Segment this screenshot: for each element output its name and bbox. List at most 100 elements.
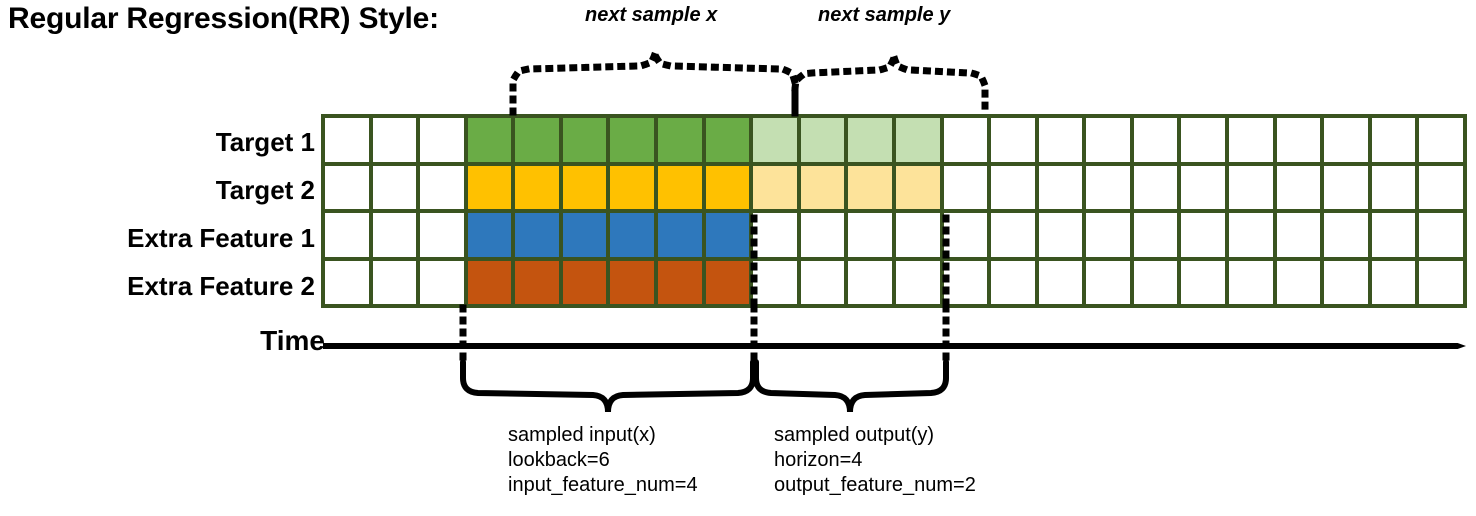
row-label-target-1: Target 1: [215, 127, 315, 157]
grid-cell-r2-c10-empty: [800, 213, 845, 257]
annotation-next-sample-y: next sample y: [818, 4, 951, 26]
grid-cell-r2-c21-empty: [1324, 213, 1368, 257]
caption-output-line-1: sampled output(y): [774, 424, 935, 446]
grid-cell-r3-c5-input: [562, 260, 607, 304]
grid-cell-r2-c9-empty: [753, 213, 797, 257]
grid-cell-r1-c21-empty: [1324, 165, 1368, 209]
timeseries-grid: [321, 114, 1467, 308]
grid-cell-r2-c3-input: [467, 213, 512, 257]
grid-cell-r3-c23-empty: [1419, 260, 1463, 304]
grid-cell-r2-c2-empty: [420, 213, 464, 257]
grid-cell-r3-c21-empty: [1324, 260, 1368, 304]
grid-cell-r0-c13-empty: [943, 118, 988, 162]
grid-cell-r1-c6-input: [610, 165, 655, 209]
grid-cell-r0-c23-empty: [1419, 118, 1463, 162]
grid-cell-r1-c13-empty: [943, 165, 988, 209]
grid-cell-r1-c12-output: [895, 165, 940, 209]
grid-cell-r1-c2-empty: [420, 165, 464, 209]
grid-cell-r0-c0-empty: [325, 118, 369, 162]
grid-cell-r3-c19-empty: [1229, 260, 1273, 304]
grid-cell-r0-c8-input: [705, 118, 750, 162]
grid-cell-r0-c12-output: [895, 118, 940, 162]
grid-cell-r1-c10-output: [800, 165, 845, 209]
grid-cell-r0-c15-empty: [1038, 118, 1083, 162]
grid-cell-r3-c18-empty: [1181, 260, 1226, 304]
grid-cell-r0-c17-empty: [1133, 118, 1178, 162]
grid-cell-r0-c18-empty: [1181, 118, 1226, 162]
grid-cell-r3-c14-empty: [991, 260, 1035, 304]
caption-output-line-2: horizon=4: [774, 449, 863, 471]
grid-cell-r3-c3-input: [467, 260, 512, 304]
grid-cell-r1-c11-output: [848, 165, 892, 209]
grid-cell-r3-c4-input: [515, 260, 559, 304]
row-label-target-2: Target 2: [215, 175, 315, 205]
grid-cell-r3-c6-input: [610, 260, 655, 304]
grid-cell-r0-c4-input: [515, 118, 559, 162]
grid-cell-r2-c11-empty: [848, 213, 892, 257]
grid-cell-r0-c11-output: [848, 118, 892, 162]
grid-cell-r2-c20-empty: [1276, 213, 1321, 257]
grid-cell-r1-c15-empty: [1038, 165, 1083, 209]
grid-cell-r0-c10-output: [800, 118, 845, 162]
grid-cell-r0-c21-empty: [1324, 118, 1368, 162]
caption-output-line-3: output_feature_num=2: [774, 474, 976, 496]
page-title: Regular Regression(RR) Style:: [8, 2, 439, 35]
grid-cell-r3-c0-empty: [325, 260, 369, 304]
caption-input-line-2: lookback=6: [508, 449, 610, 471]
grid-cell-r3-c20-empty: [1276, 260, 1321, 304]
grid-cell-r3-c1-empty: [372, 260, 417, 304]
grid-cell-r0-c16-empty: [1086, 118, 1130, 162]
grid-cell-r0-c3-input: [467, 118, 512, 162]
grid-cell-r3-c17-empty: [1133, 260, 1178, 304]
caption-input-line-1: sampled input(x): [508, 424, 656, 446]
grid-cell-r2-c14-empty: [991, 213, 1035, 257]
grid-cell-r1-c17-empty: [1133, 165, 1178, 209]
grid-cell-r0-c2-empty: [420, 118, 464, 162]
grid-cell-r1-c5-input: [562, 165, 607, 209]
grid-cell-r3-c7-input: [658, 260, 702, 304]
grid-cell-r0-c7-input: [658, 118, 702, 162]
grid-cell-r0-c20-empty: [1276, 118, 1321, 162]
grid-cell-r2-c19-empty: [1229, 213, 1273, 257]
grid-cell-r2-c16-empty: [1086, 213, 1130, 257]
grid-cell-r3-c15-empty: [1038, 260, 1083, 304]
grid-cell-r1-c1-empty: [372, 165, 417, 209]
grid-cell-r2-c7-input: [658, 213, 702, 257]
grid-cell-r1-c9-output: [753, 165, 797, 209]
caption-sampled-input: sampled input(x) lookback=6 input_featur…: [508, 423, 698, 498]
grid-cell-r1-c3-input: [467, 165, 512, 209]
grid-cell-r0-c9-output: [753, 118, 797, 162]
grid-cell-r0-c19-empty: [1229, 118, 1273, 162]
time-axis-arrow: [323, 343, 1466, 349]
grid-cell-r0-c22-empty: [1371, 118, 1416, 162]
caption-input-line-3: input_feature_num=4: [508, 474, 698, 496]
grid-cell-r1-c23-empty: [1419, 165, 1463, 209]
grid-cell-r3-c10-empty: [800, 260, 845, 304]
grid-cell-r2-c5-input: [562, 213, 607, 257]
grid-cell-r0-c6-input: [610, 118, 655, 162]
annotation-next-sample-x: next sample x: [585, 4, 718, 26]
caption-sampled-output: sampled output(y) horizon=4 output_featu…: [774, 423, 976, 498]
grid-cell-r1-c8-input: [705, 165, 750, 209]
grid-cell-r2-c1-empty: [372, 213, 417, 257]
grid-cell-r1-c22-empty: [1371, 165, 1416, 209]
grid-cell-r2-c12-empty: [895, 213, 940, 257]
grid-cell-r0-c5-input: [562, 118, 607, 162]
grid-cell-r1-c14-empty: [991, 165, 1035, 209]
time-axis-label: Time: [260, 325, 325, 356]
grid-cell-r0-c14-empty: [991, 118, 1035, 162]
grid-cell-r2-c8-input: [705, 213, 750, 257]
grid-cell-r1-c18-empty: [1181, 165, 1226, 209]
grid-cell-r2-c17-empty: [1133, 213, 1178, 257]
grid-cell-r3-c12-empty: [895, 260, 940, 304]
grid-cell-r2-c18-empty: [1181, 213, 1226, 257]
grid-cell-r2-c15-empty: [1038, 213, 1083, 257]
grid-cell-r3-c22-empty: [1371, 260, 1416, 304]
grid-cell-r3-c2-empty: [420, 260, 464, 304]
grid-cell-r2-c13-empty: [943, 213, 988, 257]
grid-cell-r1-c0-empty: [325, 165, 369, 209]
grid-cell-r3-c8-input: [705, 260, 750, 304]
row-label-extra-feature-1: Extra Feature 1: [127, 223, 315, 253]
grid-cell-r3-c16-empty: [1086, 260, 1130, 304]
